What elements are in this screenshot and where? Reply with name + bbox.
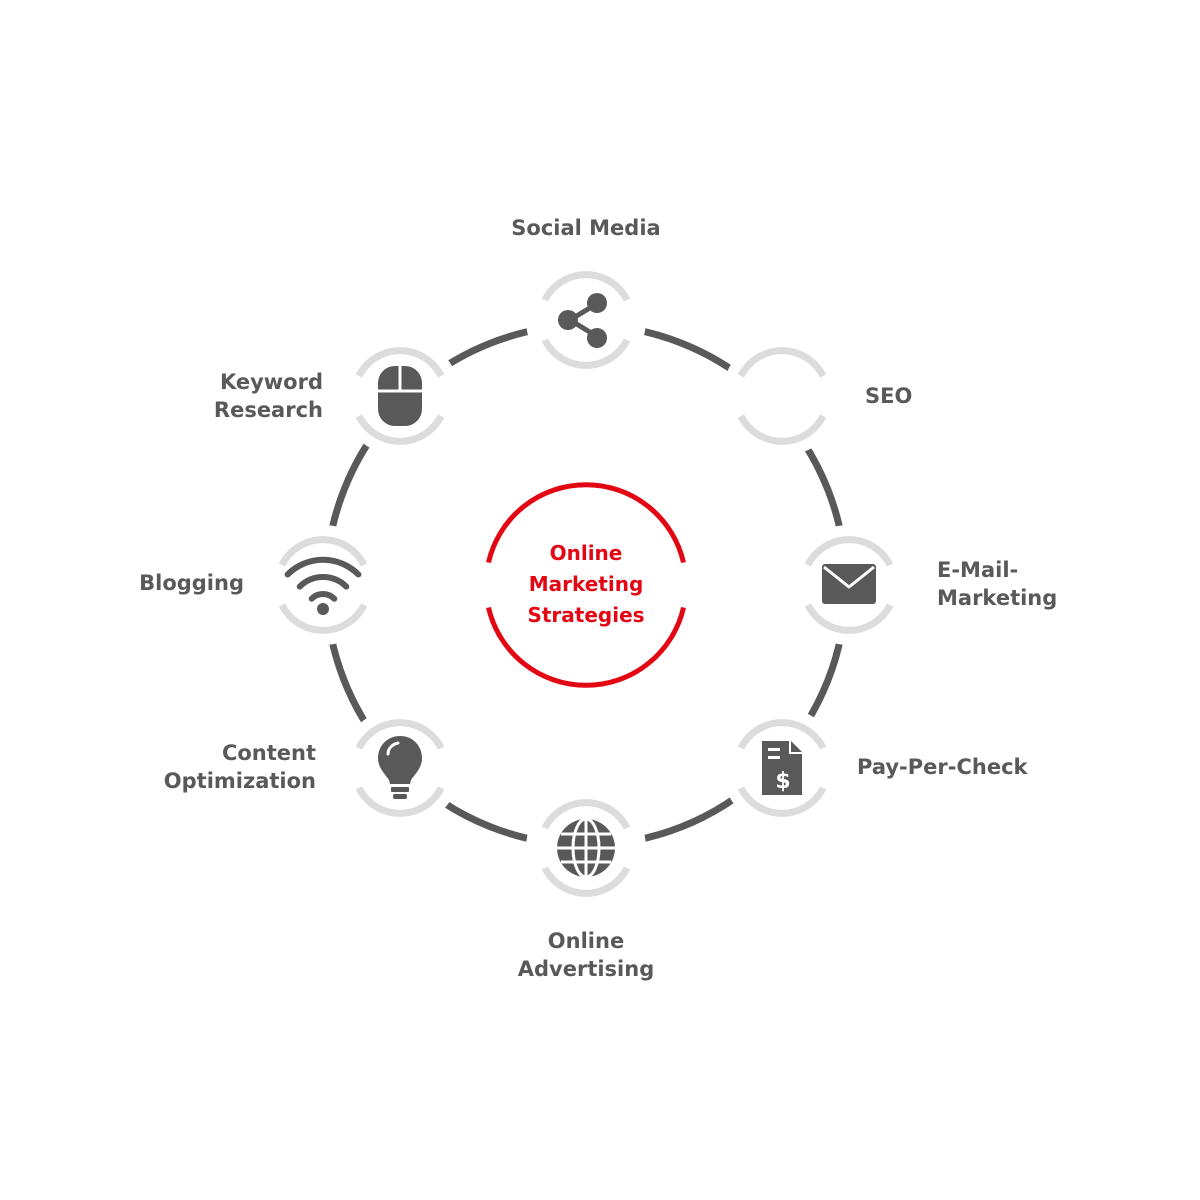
- label-line: Blogging: [139, 571, 244, 595]
- label-line: Online: [547, 929, 625, 953]
- label-line: Advertising: [517, 957, 655, 981]
- center-title-line: Marketing: [528, 572, 644, 596]
- label-line: Optimization: [163, 769, 316, 793]
- node-email-marketing[interactable]: [789, 525, 909, 645]
- envelope-icon: [822, 564, 876, 604]
- label-line: Marketing: [937, 586, 1058, 610]
- node-blogging[interactable]: [263, 525, 383, 645]
- label-line: E-Mail-: [937, 558, 1019, 582]
- center-title: Online Marketing Strategies: [466, 538, 706, 631]
- label-blogging: Blogging: [44, 569, 244, 597]
- label-email-marketing: E-Mail- Marketing: [937, 556, 1057, 612]
- label-line: SEO: [865, 384, 913, 408]
- node-online-advertising[interactable]: [526, 788, 646, 908]
- node-social-media[interactable]: [526, 260, 646, 380]
- label-keyword-research: Keyword Research: [72, 368, 323, 424]
- label-line: Pay-Per-Check: [857, 755, 1028, 779]
- lightbulb-icon: [378, 736, 422, 799]
- mouse-icon: [378, 366, 422, 426]
- center-title-line: Strategies: [527, 603, 645, 627]
- svg-text:$: $: [775, 769, 790, 794]
- wifi-icon: [284, 556, 362, 615]
- label-seo: SEO: [865, 382, 912, 410]
- label-pay-per-check: Pay-Per-Check: [857, 753, 1027, 781]
- center-ring: [486, 482, 686, 688]
- share-icon: [558, 293, 607, 348]
- invoice-dollar-icon: $: [762, 741, 802, 795]
- node-content-optimization[interactable]: [340, 708, 460, 828]
- node-seo[interactable]: [722, 336, 842, 456]
- node-keyword-research[interactable]: [340, 336, 460, 456]
- label-line: Research: [213, 398, 323, 422]
- label-social-media: Social Media: [436, 214, 736, 242]
- label-line: Content: [221, 741, 316, 765]
- node-pay-per-check[interactable]: $: [722, 708, 842, 828]
- label-online-advertising: Online Advertising: [436, 927, 736, 983]
- label-content-optimization: Content Optimization: [64, 739, 316, 795]
- globe-icon: [557, 817, 615, 879]
- center-title-line: Online: [549, 541, 623, 565]
- label-line: Social Media: [511, 216, 661, 240]
- label-line: Keyword: [219, 370, 323, 394]
